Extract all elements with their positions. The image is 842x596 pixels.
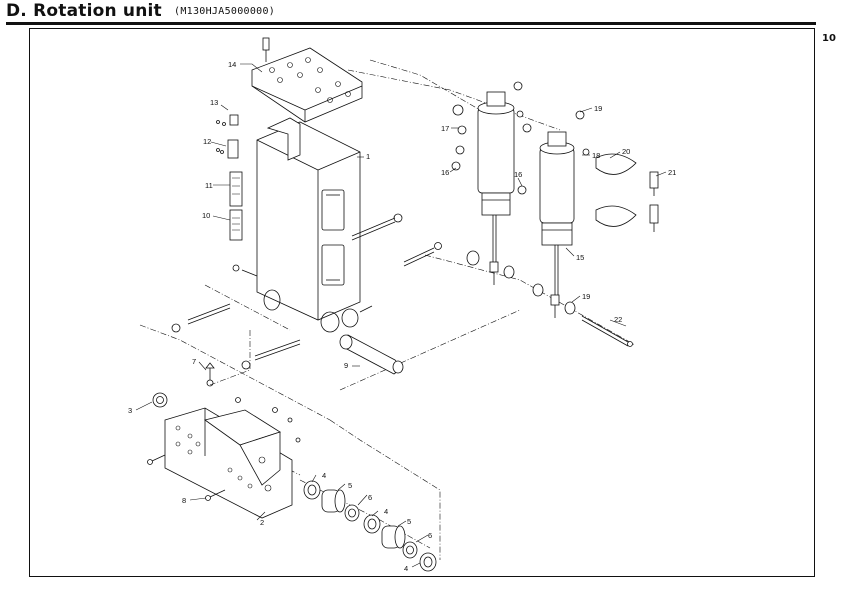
leader-lines — [135, 63, 667, 568]
callout-21: 21 — [668, 168, 676, 177]
callout-5a: 5 — [348, 481, 352, 490]
callout-16a: 16 — [441, 168, 449, 177]
callout-1: 1 — [366, 152, 370, 161]
callout-17: 17 — [441, 124, 449, 133]
shafts — [171, 213, 442, 370]
callout-9: 9 — [344, 361, 348, 370]
sensor-parts — [216, 114, 243, 241]
callout-6b: 6 — [428, 531, 432, 540]
callout-19a: 19 — [594, 104, 602, 113]
callout-labels: 14 1 13 12 11 10 7 3 8 2 9 4 5 6 4 5 6 4… — [128, 60, 676, 573]
callout-16b: 16 — [514, 170, 522, 179]
lower-right-parts — [466, 250, 633, 347]
cylinder-right — [517, 110, 590, 318]
top-plate — [251, 37, 363, 123]
diagram-frame — [29, 28, 815, 577]
callout-8: 8 — [182, 496, 186, 505]
callout-13: 13 — [210, 98, 218, 107]
callout-12: 12 — [203, 137, 211, 146]
callout-3: 3 — [128, 406, 132, 415]
clamps — [595, 153, 659, 232]
bracket-plate — [147, 362, 301, 519]
callout-11: 11 — [205, 181, 213, 190]
callout-5b: 5 — [407, 517, 411, 526]
callout-6a: 6 — [368, 493, 372, 502]
callout-22: 22 — [614, 315, 622, 324]
callout-4c: 4 — [404, 564, 408, 573]
callout-7: 7 — [192, 357, 196, 366]
callout-14: 14 — [228, 60, 236, 69]
callout-4b: 4 — [384, 507, 388, 516]
callout-4a: 4 — [322, 471, 326, 480]
callout-20: 20 — [622, 147, 630, 156]
main-frame — [232, 117, 361, 333]
callout-15: 15 — [576, 253, 584, 262]
callout-2: 2 — [260, 518, 264, 527]
page-title: D. Rotation unit — [6, 1, 162, 21]
callout-19b: 19 — [582, 292, 590, 301]
callout-18: 18 — [592, 151, 600, 160]
page-number: 10 — [822, 33, 836, 44]
bearings — [303, 480, 437, 572]
cylinder-left — [451, 81, 532, 285]
part-code: (M130HJA5000000) — [174, 6, 276, 17]
callout-10: 10 — [202, 211, 210, 220]
header-divider — [6, 22, 816, 25]
pin-9 — [339, 334, 404, 375]
